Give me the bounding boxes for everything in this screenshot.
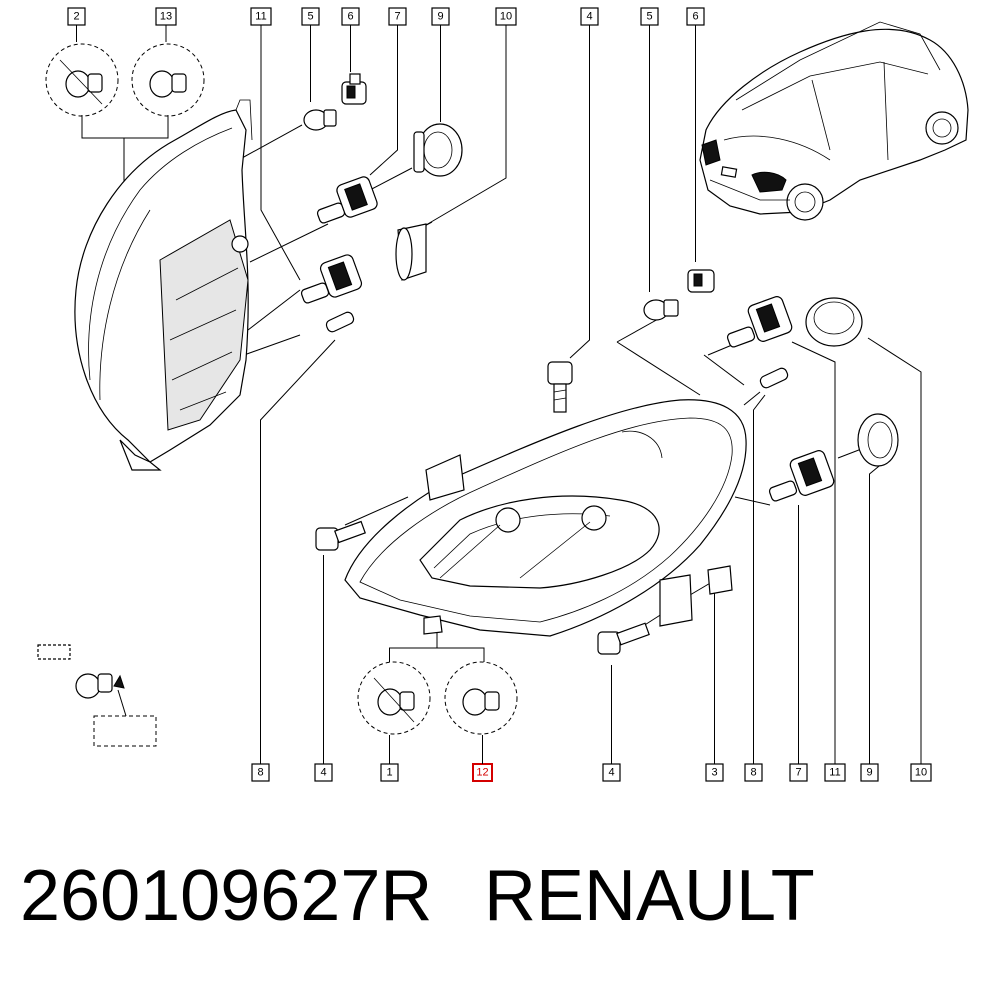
screw-4-left[interactable] [315, 520, 366, 551]
callout-top-5[interactable]: 5 [301, 7, 320, 26]
callout-label: 8 [750, 767, 756, 779]
callout-label: 7 [394, 11, 400, 23]
bulb-circle-2[interactable] [45, 43, 119, 117]
bulb-holder-6-right[interactable] [687, 269, 715, 293]
callout-label: 5 [646, 11, 652, 23]
part-number: 260109627R [20, 856, 433, 936]
callout-label: 7 [795, 767, 801, 779]
callout-bottom-4[interactable]: 4 [314, 763, 333, 782]
callout-label: 8 [257, 767, 263, 779]
headlamp-main[interactable] [344, 399, 747, 637]
small-bulb-8-left[interactable] [325, 311, 355, 334]
callout-bottom-1[interactable]: 1 [380, 763, 399, 782]
leader-lines [76, 25, 922, 764]
callout-label: 11 [255, 11, 266, 23]
bulb-circle-12[interactable] [444, 661, 518, 735]
callout-bottom-4b[interactable]: 4 [602, 763, 621, 782]
callout-label: 6 [692, 11, 698, 23]
cover-cap-10-right[interactable] [805, 297, 863, 347]
callout-bottom-12-highlighted[interactable]: 12 [472, 763, 493, 782]
bulb-5-right[interactable] [643, 299, 679, 321]
callout-label: 4 [586, 11, 592, 23]
bulb-5[interactable] [303, 109, 337, 131]
callout-bottom-8b[interactable]: 8 [744, 763, 763, 782]
callout-label: 1 [386, 767, 392, 779]
callout-label: 11 [829, 767, 840, 779]
callout-label: 10 [500, 11, 512, 23]
callout-label: 10 [915, 767, 927, 779]
callout-top-6[interactable]: 6 [341, 7, 360, 26]
callout-top-9[interactable]: 9 [431, 7, 450, 26]
callout-label: 3 [711, 767, 717, 779]
headlight-bulb-7[interactable] [316, 175, 378, 224]
callout-bottom-3[interactable]: 3 [705, 763, 724, 782]
screw-4-top[interactable] [547, 361, 573, 413]
callout-top-4[interactable]: 4 [580, 7, 599, 26]
headlight-bulb-7-right[interactable] [768, 449, 835, 502]
callout-label: 2 [73, 11, 79, 23]
exploded-parts-diagram: 2 13 11 5 6 7 9 10 4 5 6 8 [37, 7, 969, 782]
cover-cap-9[interactable] [413, 123, 463, 177]
callout-top-2[interactable]: 2 [67, 7, 86, 26]
callout-label: 12 [476, 767, 488, 779]
car-illustration [699, 21, 969, 221]
callout-label: 4 [320, 767, 326, 779]
screw-4-right[interactable] [597, 622, 650, 655]
callout-label: 13 [160, 11, 172, 23]
callout-top-6b[interactable]: 6 [686, 7, 705, 26]
bulb-circle-1[interactable] [357, 661, 431, 735]
callout-label: 5 [307, 11, 313, 23]
brand-name: RENAULT [484, 856, 815, 936]
callout-bottom-11[interactable]: 11 [824, 763, 846, 782]
callout-bottom-10[interactable]: 10 [910, 763, 932, 782]
small-bulb-8-right[interactable] [759, 367, 789, 390]
callout-top-7[interactable]: 7 [388, 7, 407, 26]
callout-bottom-9[interactable]: 9 [860, 763, 879, 782]
callout-label: 4 [608, 767, 614, 779]
callout-top-5b[interactable]: 5 [640, 7, 659, 26]
callout-top-10[interactable]: 10 [495, 7, 517, 26]
callout-top-13[interactable]: 13 [155, 7, 177, 26]
cover-cap-9-right[interactable] [857, 413, 899, 467]
callout-label: 9 [437, 11, 443, 23]
headlamp-side-view[interactable] [74, 99, 253, 471]
callout-label: 6 [347, 11, 353, 23]
headlight-bulb-11-right[interactable] [726, 295, 793, 348]
callout-bottom-8[interactable]: 8 [251, 763, 270, 782]
callout-bottom-7[interactable]: 7 [789, 763, 808, 782]
cover-cap-10[interactable] [395, 223, 427, 281]
legend-symbol [37, 644, 157, 747]
product-footer: 260109627R RENAULT [0, 850, 1000, 960]
headlight-bulb-11[interactable] [300, 253, 363, 304]
callout-top-11[interactable]: 11 [250, 7, 272, 26]
callout-label: 9 [866, 767, 872, 779]
bulb-holder-6[interactable] [341, 73, 367, 105]
bulb-circle-13[interactable] [131, 43, 205, 117]
